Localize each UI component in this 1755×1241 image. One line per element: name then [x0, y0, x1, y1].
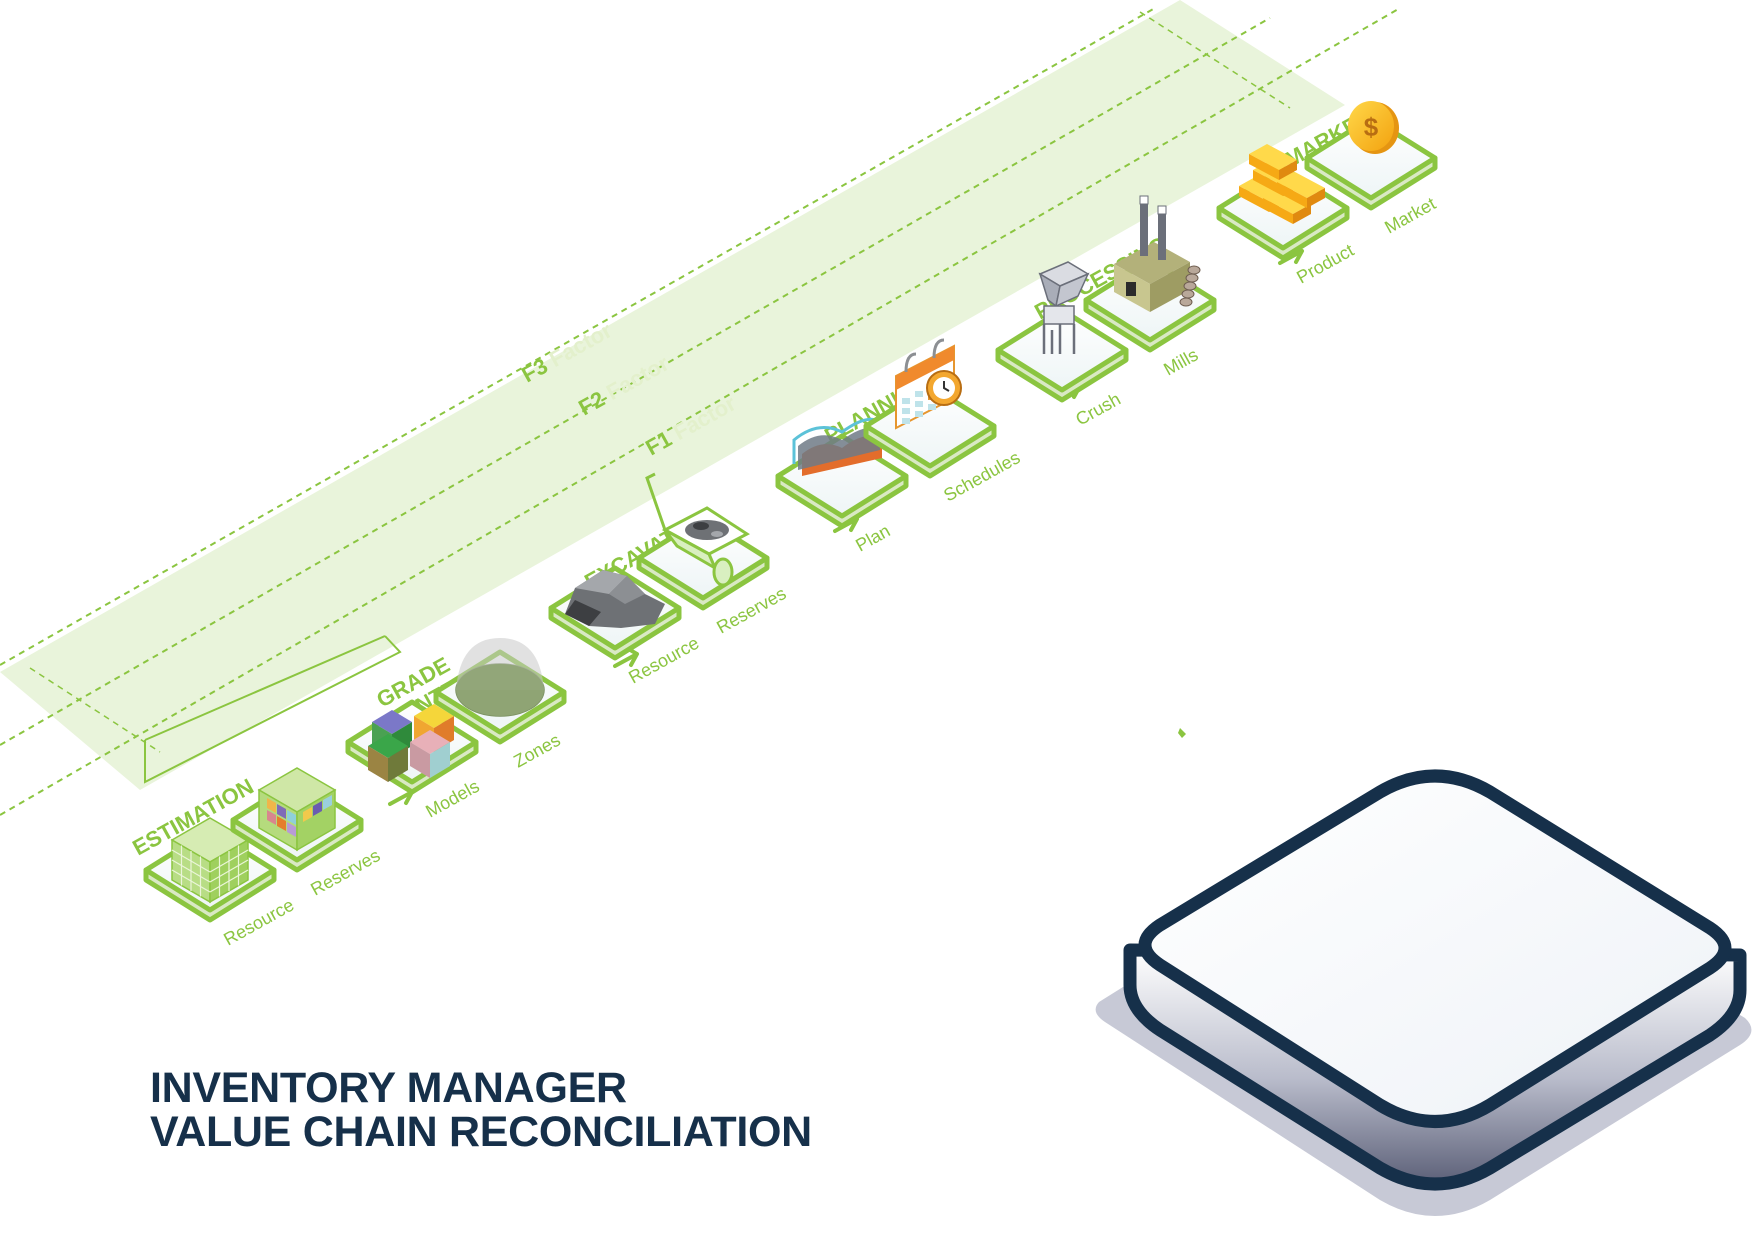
- grade-cube-icon: [257, 767, 337, 852]
- mill-factory-icon: [1114, 195, 1201, 312]
- stage-grade-control: GRADECONTROLModelsZones: [345, 638, 639, 821]
- dollar-sign-glyph: $: [1364, 112, 1379, 142]
- title-line-2: VALUE CHAIN RECONCILIATION: [150, 1108, 812, 1156]
- tile-reserves: [636, 472, 770, 611]
- large-platform: [1095, 769, 1752, 1216]
- tile-product: [1216, 144, 1350, 261]
- tile-schedules: [863, 338, 997, 479]
- tile-label: Mills: [1160, 345, 1201, 380]
- tile-models: [345, 699, 479, 795]
- tile-market: $: [1304, 101, 1438, 211]
- crusher-icon: [1038, 261, 1090, 354]
- tile-label: Plan: [852, 521, 893, 556]
- decorative-mark: [1178, 728, 1186, 738]
- factor-line-f1: [0, 7, 1401, 816]
- dome-zone-icon: [455, 638, 545, 717]
- factor-inner-line: [29, 667, 161, 753]
- factor-line-f2: [0, 17, 1271, 746]
- gold-bars-icon: [1239, 144, 1325, 224]
- dollar-coin-icon: $: [1348, 101, 1399, 154]
- block-model-cube-icon: [170, 817, 250, 904]
- tile-zones: [433, 638, 567, 745]
- plan-profile-icon: [792, 417, 882, 476]
- factor-bands: [0, 0, 1401, 816]
- tile-plan: [775, 417, 909, 529]
- calendar-clock-icon: [895, 338, 962, 430]
- factor-bracket: [144, 635, 402, 784]
- tile-mills: [1083, 195, 1217, 353]
- tile-top: [995, 307, 1129, 393]
- wheelbarrow-icon: [645, 472, 750, 587]
- tile-label: Zones: [510, 730, 563, 772]
- tile-crush: [995, 261, 1129, 403]
- tile-resource: [143, 817, 277, 923]
- tile-label: Market: [1381, 193, 1439, 237]
- tile-label: Crush: [1072, 389, 1124, 430]
- factor-bracket: [144, 635, 386, 741]
- factor-inner-line: [1139, 11, 1291, 109]
- platform-top: [1138, 769, 1732, 1128]
- title-line-1: INVENTORY MANAGER: [150, 1064, 627, 1112]
- tile-reserves: [230, 767, 364, 873]
- factor-band-fill: [0, 0, 1345, 790]
- tile-resource: [548, 565, 682, 661]
- factor-line-f3: [0, 7, 1156, 666]
- colored-blocks-icon: [368, 704, 454, 782]
- rock-icon: [565, 570, 665, 628]
- diagram-title: INVENTORY MANAGER VALUE CHAIN RECONCILIA…: [150, 1066, 812, 1154]
